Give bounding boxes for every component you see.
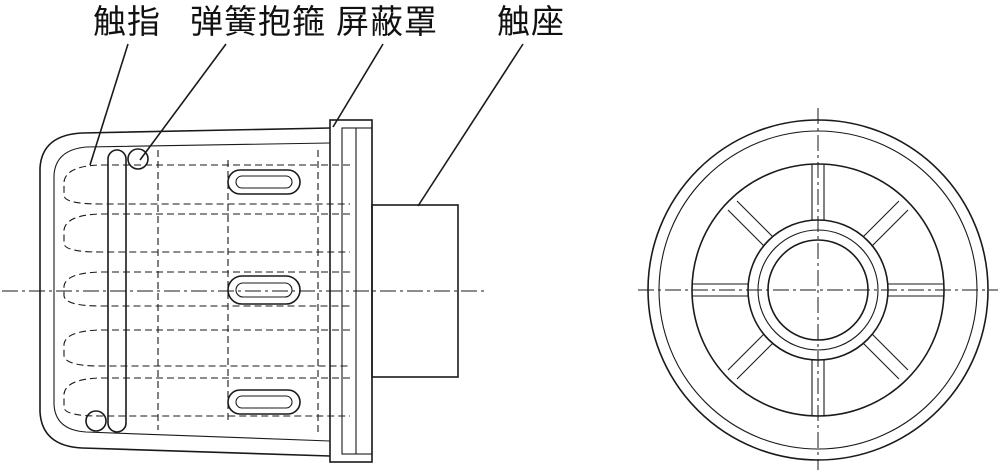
shield-cover-outline (39, 127, 331, 457)
contact-fingers (63, 150, 350, 432)
contact-base-ring (757, 229, 879, 351)
leader-shield-cover (332, 43, 384, 128)
leader-spring-band (139, 43, 227, 161)
label-contact-finger: 触指 (93, 2, 161, 41)
finger-cage-outer (691, 163, 945, 417)
outer-ring (647, 119, 989, 461)
shield-cover-inner-outline (53, 142, 331, 442)
finger-cage-inner (747, 219, 889, 361)
finger-ribs (692, 164, 944, 416)
contact-base (371, 204, 459, 378)
shield-slots (227, 169, 301, 415)
spring-band-bottom (85, 410, 107, 432)
label-shield-cover: 屏蔽罩 (336, 2, 438, 41)
label-spring-band: 弹簧抱箍 (190, 2, 326, 41)
side-view (2, 43, 524, 463)
leader-contact-finger (89, 43, 129, 166)
label-contact-base: 触座 (497, 2, 565, 41)
spring-band (107, 149, 127, 433)
center-bore (767, 239, 869, 341)
leader-contact-base (417, 43, 524, 207)
spring-band-top (127, 148, 149, 170)
end-view (638, 108, 998, 470)
outer-ring-inner (658, 130, 978, 450)
